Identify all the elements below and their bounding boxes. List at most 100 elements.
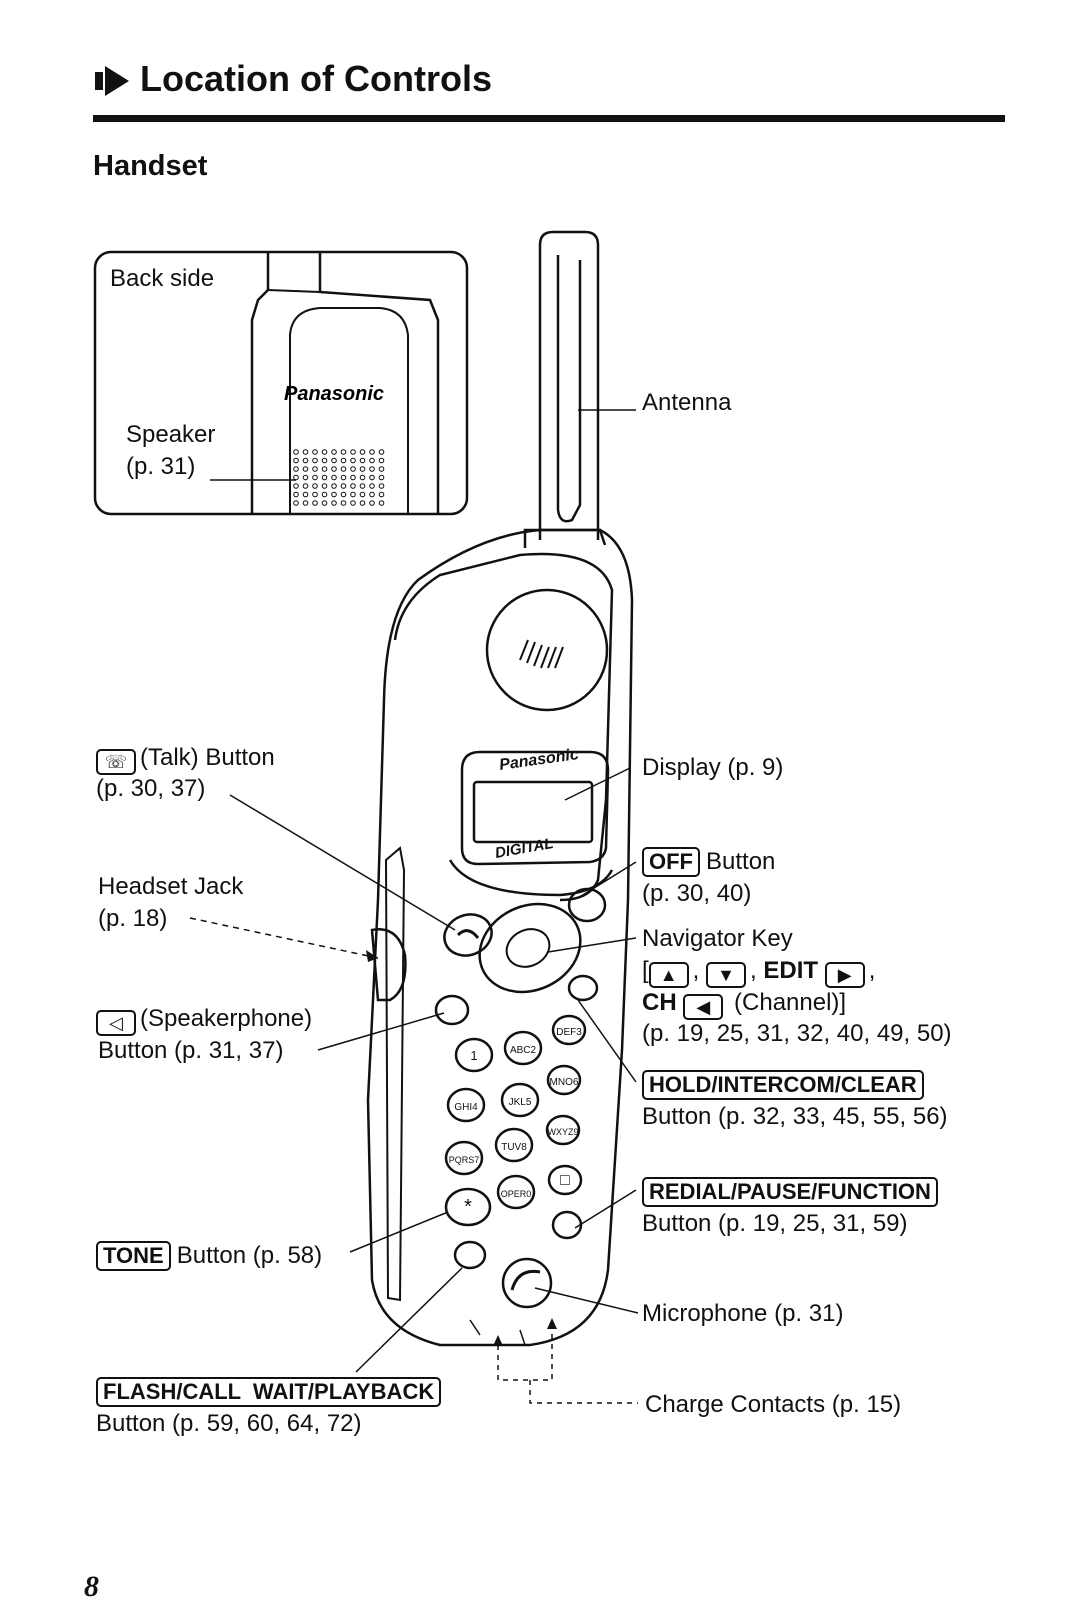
grille-dot xyxy=(340,474,347,481)
grille-dot xyxy=(331,483,337,489)
grille-dot xyxy=(302,500,309,506)
comma: , xyxy=(868,957,876,984)
grille-dot xyxy=(378,483,385,489)
grille-dot xyxy=(302,457,309,464)
arrow-left-icon: ◀ xyxy=(683,994,724,1020)
grille-dot xyxy=(312,457,318,464)
grille-dot xyxy=(378,466,385,472)
grille-dot xyxy=(302,483,309,489)
microphone-label: Microphone (p. 31) xyxy=(642,1300,844,1327)
arrow-right-icon xyxy=(95,66,129,96)
grille-dot xyxy=(359,491,366,498)
grille-dot xyxy=(302,474,309,481)
back-side-inset: Panasonic xyxy=(93,250,469,516)
redial-button-ref: Button (p. 19, 25, 31, 59) xyxy=(642,1210,908,1237)
antenna-label: Antenna xyxy=(642,389,732,416)
antenna xyxy=(538,230,600,540)
inset-brand: Panasonic xyxy=(284,383,384,405)
grille-dot xyxy=(350,491,356,498)
leader-lines xyxy=(189,767,639,1404)
grille-dot xyxy=(340,466,347,472)
grille-dot xyxy=(293,457,299,464)
key-label: MNO6 xyxy=(550,1077,579,1088)
flash-call-wait-label: FLASH/CALL WAIT/PLAYBACK xyxy=(96,1376,447,1407)
talk-button-label: ☏(Talk) Button xyxy=(96,742,275,775)
grille-dot xyxy=(321,483,328,489)
off-button-text: Button xyxy=(706,848,776,875)
grille-dot xyxy=(369,500,375,506)
key-label: JKL5 xyxy=(509,1097,532,1108)
channel-text: (Channel)] xyxy=(734,989,847,1016)
grille-dot xyxy=(340,483,347,489)
grille-dot xyxy=(359,466,366,472)
grille-dot xyxy=(293,466,299,472)
grille-dot xyxy=(369,457,375,464)
tone-button-text: Button (p. 58) xyxy=(176,1242,323,1269)
grille-dot xyxy=(321,466,328,472)
handset-brand: Panasonic xyxy=(498,746,580,774)
edit-text: EDIT xyxy=(763,957,819,984)
grille-dot xyxy=(350,466,356,472)
navigator-key-detail: [▲, ▼, EDIT ▶, xyxy=(642,955,875,988)
grille-dot xyxy=(378,474,385,481)
grille-dot xyxy=(340,500,347,506)
bracket-open: [ xyxy=(642,957,649,984)
key-label: ABC2 xyxy=(510,1045,537,1056)
grille-dot xyxy=(312,483,318,489)
grille-dot xyxy=(331,449,337,455)
grille-dot xyxy=(350,449,356,455)
grille-dot xyxy=(321,449,328,455)
key-label: 1 xyxy=(470,1048,477,1063)
grille-dot xyxy=(312,500,318,506)
grille-dot xyxy=(369,491,375,498)
arrow-down-icon: ▼ xyxy=(706,962,747,988)
talk-button-ref: (p. 30, 37) xyxy=(96,775,206,802)
page-title: Location of Controls xyxy=(140,58,492,99)
grille-dot xyxy=(340,449,347,455)
arrow-up-icon: ▲ xyxy=(648,962,689,988)
navigator-key-label: Navigator Key xyxy=(642,925,793,952)
key-label: GHI4 xyxy=(454,1102,478,1113)
grille-dot xyxy=(350,483,356,489)
section-heading: Handset xyxy=(93,150,208,182)
grille-dot xyxy=(321,491,328,498)
title-rule xyxy=(93,115,1005,122)
digital-logo: DIGITAL xyxy=(494,835,555,862)
speaker-label: Speaker xyxy=(126,421,216,448)
grille-dot xyxy=(331,491,337,498)
talk-icon: ☏ xyxy=(96,749,136,775)
grille-dot xyxy=(350,457,356,464)
grille-dot xyxy=(302,491,309,498)
grille-dot xyxy=(302,449,309,455)
grille-dot xyxy=(369,474,375,481)
grille-dot xyxy=(359,474,366,481)
hold-intercom-clear-label: HOLD/INTERCOM/CLEAR xyxy=(642,1069,930,1100)
ch-text: CH xyxy=(642,989,677,1016)
grille-dot xyxy=(350,474,356,481)
grille-dot xyxy=(293,449,299,455)
comma: , xyxy=(750,957,757,984)
key-label: DEF3 xyxy=(556,1027,582,1038)
key-label: PQRS7 xyxy=(449,1155,480,1165)
speaker-grille xyxy=(293,449,385,506)
key-label: TUV8 xyxy=(501,1142,527,1153)
grille-dot xyxy=(378,500,385,506)
grille-dot xyxy=(369,483,375,489)
grille-dot xyxy=(359,483,366,489)
grille-dot xyxy=(312,466,318,472)
grille-dot xyxy=(378,491,385,498)
grille-dot xyxy=(378,449,385,455)
key-label: WXYZ9 xyxy=(547,1127,578,1137)
grille-dot xyxy=(321,474,328,481)
speakerphone-icon: ◁ xyxy=(96,1010,136,1036)
grille-dot xyxy=(331,500,337,506)
grille-dot xyxy=(369,466,375,472)
grille-dot xyxy=(331,457,337,464)
key-label: OPER0 xyxy=(501,1189,532,1199)
grille-dot xyxy=(321,500,328,506)
speaker-ref: (p. 31) xyxy=(126,453,196,480)
headset-jack-label: Headset Jack xyxy=(98,873,244,900)
